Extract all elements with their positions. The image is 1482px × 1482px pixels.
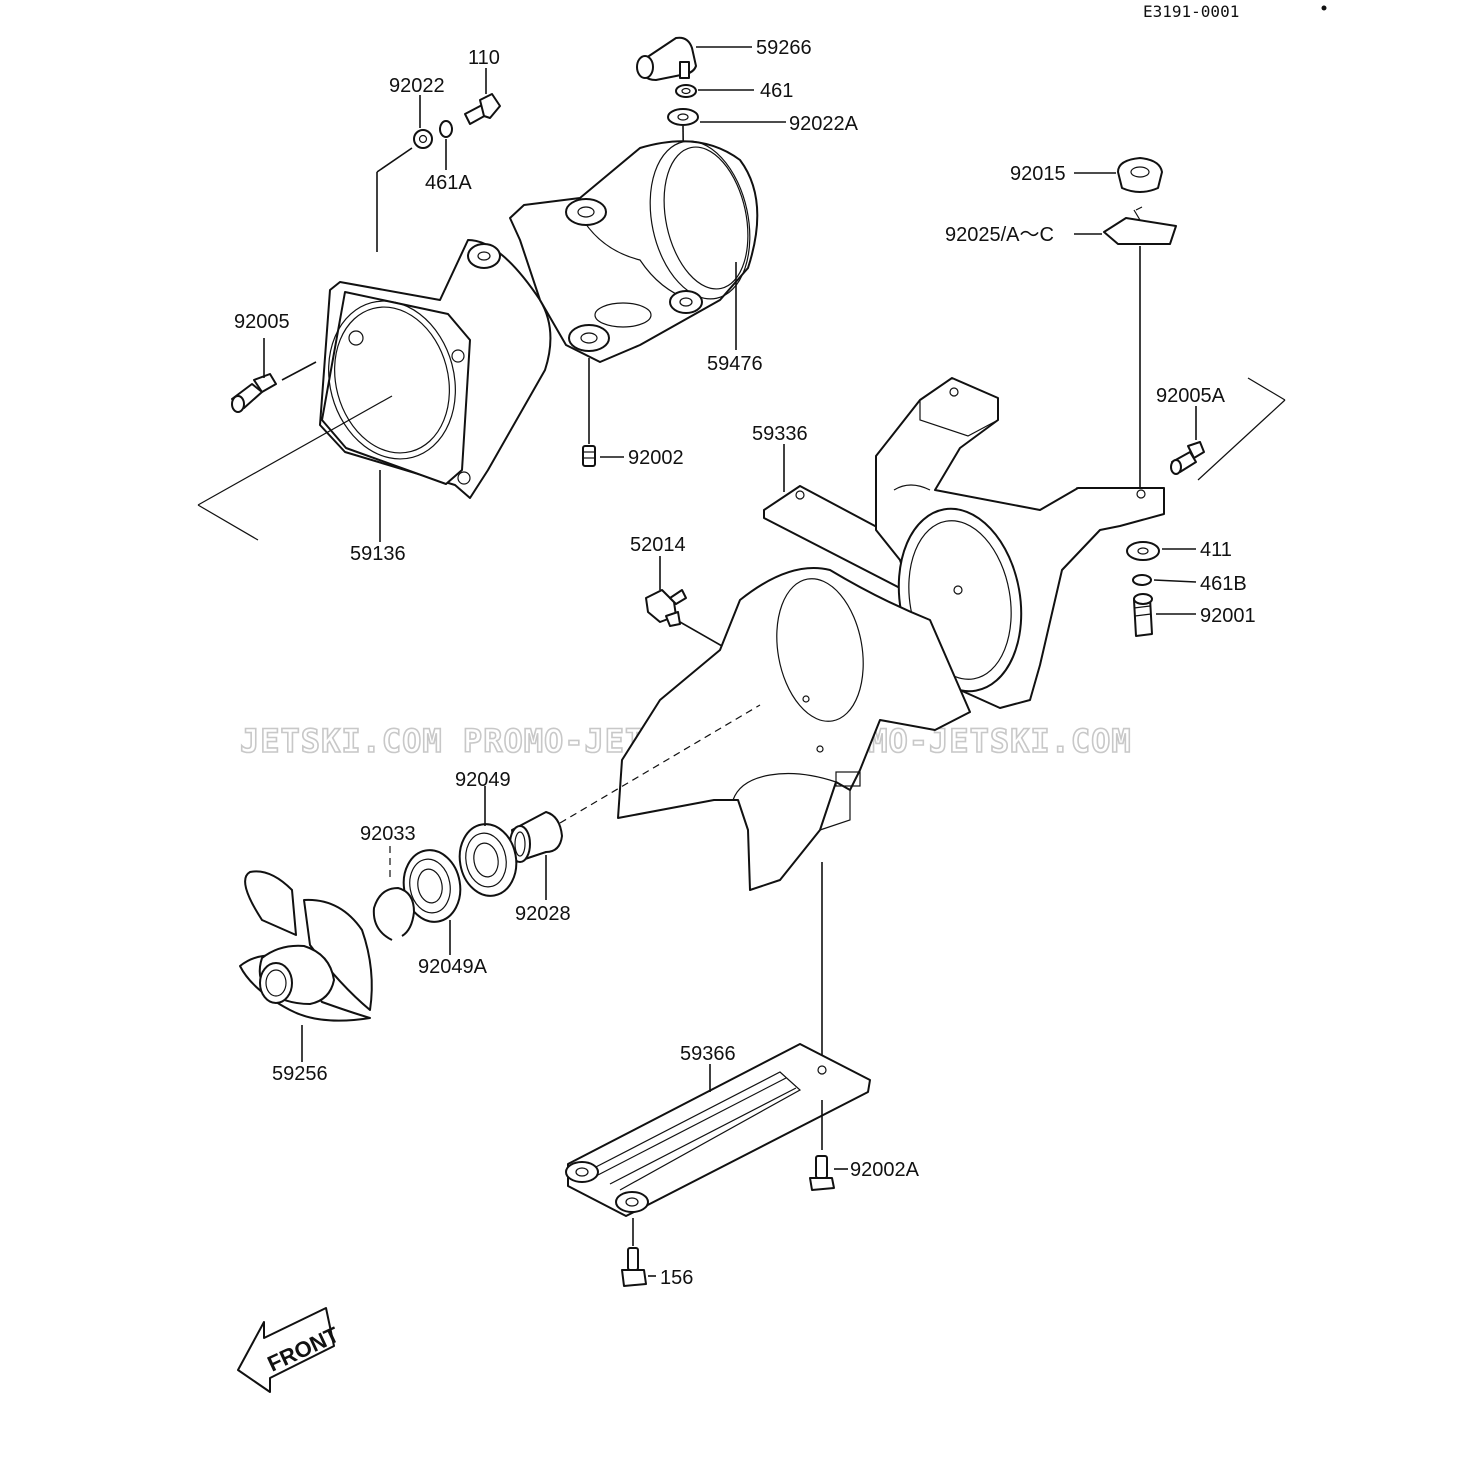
label-461B: 461B [1200,573,1247,595]
label-59136: 59136 [350,543,406,565]
impeller-59256 [239,870,373,1022]
label-59266: 59266 [756,37,812,59]
label-92015: 92015 [1010,163,1066,185]
label-92002A: 92002A [850,1159,920,1181]
plate-92025 [1103,206,1177,245]
label-92001: 92001 [1200,605,1256,627]
label-461: 461 [760,80,793,102]
label-92022A: 92022A [789,113,859,135]
housing-59136 [319,239,552,499]
washer-461A [439,120,453,138]
washer-461 [675,84,697,98]
fitting-59266 [636,36,697,81]
label-92028: 92028 [515,903,571,925]
diagram-code: E3191-0001 [1143,2,1239,21]
bolt-92001 [1133,593,1153,637]
label-461A: 461A [425,172,472,194]
label-59366: 59366 [680,1043,736,1065]
front-arrow: FRONT [237,1307,343,1393]
label-92022: 92022 [389,75,445,97]
label-59256: 59256 [272,1063,328,1085]
fitting-52014 [645,589,687,627]
bearing-92049 [458,823,518,897]
body-59336 [617,377,1165,891]
label-59476: 59476 [707,353,763,375]
corner-dot [1321,5,1327,11]
nipple-92005A [1170,441,1205,475]
label-92049A: 92049A [418,956,488,978]
label-92025: 92025/A～C [945,224,1054,246]
label-110: 110 [468,47,500,69]
label-92005A: 92005A [1156,385,1226,407]
washer-461B [1132,574,1152,586]
washer-92022A [667,108,699,126]
grate-59366 [565,1043,871,1217]
bolt-156 [621,1247,647,1287]
bolt-92002 [582,445,596,467]
pump-case-59476 [509,140,759,363]
label-156: 156 [660,1267,693,1289]
washer-411 [1126,541,1160,561]
label-92049: 92049 [455,769,511,791]
washer-92022 [413,129,433,149]
cap-92015 [1117,157,1163,193]
label-59336: 59336 [752,423,808,445]
bolt-92002A [809,1155,835,1191]
nipple-92005 [231,373,277,413]
label-92005: 92005 [234,311,290,333]
sleeve-92028 [509,811,563,863]
label-92002: 92002 [628,447,684,469]
label-52014: 52014 [630,534,686,556]
circlip-92033 [372,887,415,941]
label-411: 411 [1200,539,1232,561]
label-92033: 92033 [360,823,416,845]
bolt-110 [464,93,501,125]
